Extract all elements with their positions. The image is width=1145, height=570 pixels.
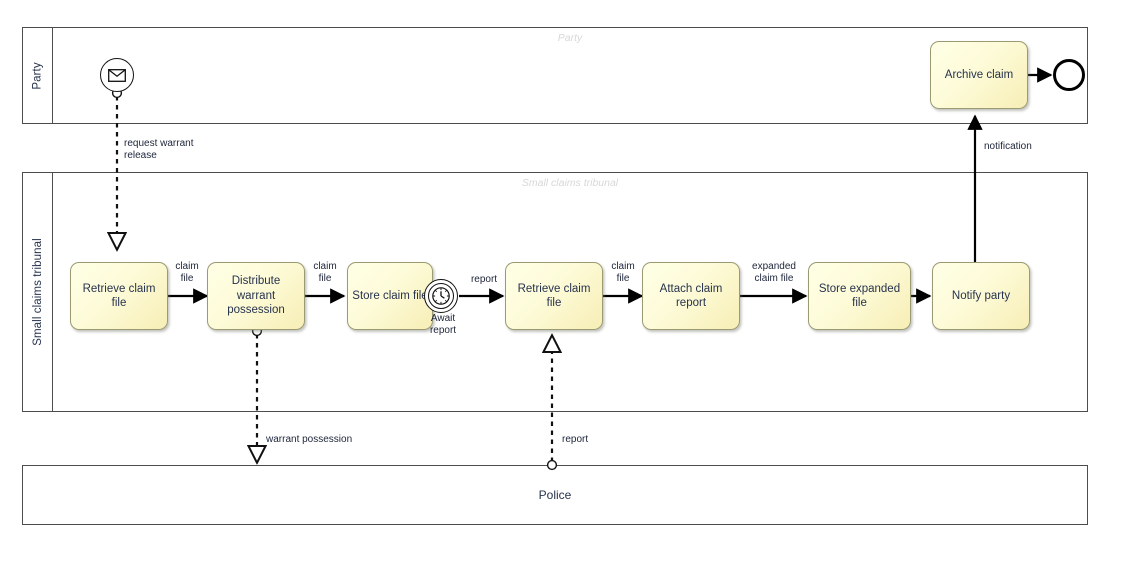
label-claim-file-3: claim file — [611, 261, 635, 284]
label-claim-file-2: claim file — [313, 261, 337, 284]
pool-tribunal-lane-label: Small claims tribunal — [31, 238, 44, 346]
label-warrant-possession: warrant possession — [266, 434, 353, 445]
task-store-expanded-file-label: Store expanded file — [818, 282, 901, 309]
task-retrieve-claim-file-1[interactable]: Retrieve claim file — [70, 262, 168, 330]
label-report-message: report — [562, 434, 589, 445]
pool-party-header: Party — [23, 28, 53, 123]
boundary-event-inner-ring — [427, 282, 455, 310]
task-attach-claim-report[interactable]: Attach claim report — [642, 262, 740, 330]
task-distribute-warrant-possession-label: Distribute warrant possession — [227, 275, 285, 317]
label-report-sequence: report — [470, 274, 498, 285]
pool-party-title: Party — [557, 32, 583, 44]
label-claim-file-1: claim file — [175, 261, 199, 284]
pool-party[interactable]: Party Party — [22, 27, 1088, 124]
pool-police[interactable]: Police — [22, 465, 1088, 525]
end-event[interactable] — [1053, 59, 1085, 91]
task-store-claim-file-label: Store claim file — [352, 289, 428, 302]
pool-tribunal-header: Small claims tribunal — [23, 173, 53, 411]
task-retrieve-claim-file-1-label: Retrieve claim file — [82, 282, 156, 309]
envelope-icon — [101, 59, 133, 91]
task-notify-party-label: Notify party — [951, 289, 1011, 302]
task-attach-claim-report-label: Attach claim report — [659, 282, 723, 309]
clock-icon — [425, 280, 457, 312]
boundary-timer-event-label: Await report — [429, 313, 457, 336]
task-distribute-warrant-possession[interactable]: Distribute warrant possession — [207, 262, 305, 330]
boundary-timer-event[interactable] — [424, 279, 458, 313]
task-notify-party[interactable]: Notify party — [932, 262, 1030, 330]
pool-party-lane-label: Party — [31, 61, 44, 90]
pool-tribunal-title: Small claims tribunal — [521, 177, 619, 189]
task-archive-claim[interactable]: Archive claim — [930, 41, 1028, 109]
label-expanded-claim-file: expanded claim file — [752, 261, 796, 284]
label-request-warrant-release: request warrant release — [124, 138, 194, 161]
task-retrieve-claim-file-2-label: Retrieve claim file — [517, 282, 591, 309]
message-start-event[interactable] — [100, 58, 134, 92]
task-archive-claim-label: Archive claim — [944, 68, 1014, 81]
label-notification: notification — [984, 141, 1032, 152]
task-store-expanded-file[interactable]: Store expanded file — [808, 262, 911, 330]
pool-police-title: Police — [538, 488, 572, 502]
task-retrieve-claim-file-2[interactable]: Retrieve claim file — [505, 262, 603, 330]
